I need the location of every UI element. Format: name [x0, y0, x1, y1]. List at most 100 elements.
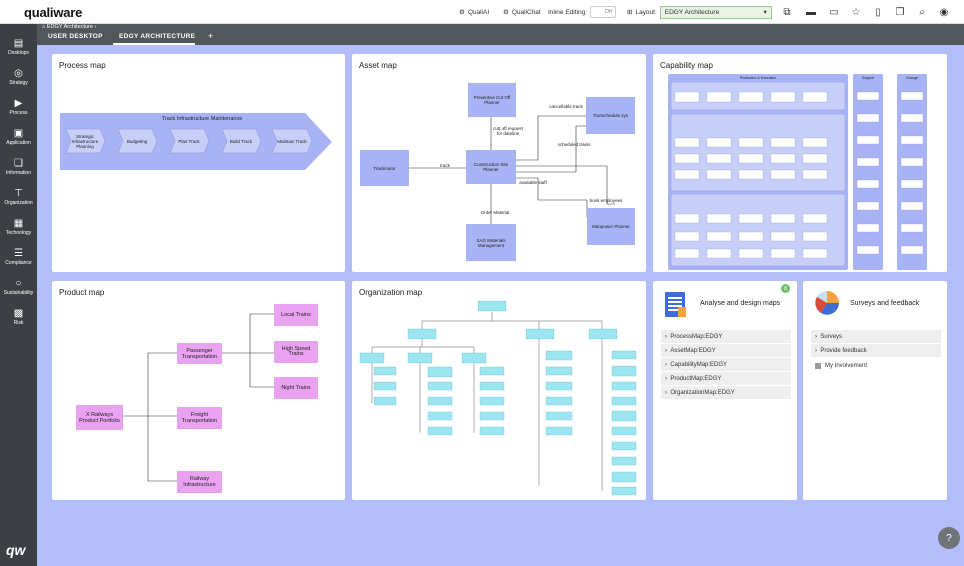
qualichat-button[interactable]: ⚙QualiChat — [503, 0, 541, 24]
chevron-right-icon: › — [92, 24, 97, 30]
sidebar-item-risk[interactable]: ▩Risk — [0, 308, 37, 326]
asset-node-trackinator[interactable]: Trackinator — [360, 150, 409, 186]
asset-node-preventive[interactable]: Preventive Cut Off Planner — [468, 83, 516, 117]
sidebar-item-strategy[interactable]: ◎Strategy — [0, 68, 37, 86]
edge-label: scheduled trains — [557, 142, 591, 147]
organization-map-title: Organization map — [359, 288, 423, 297]
asset-map-title: Asset map — [359, 61, 397, 70]
sidebar-item-process[interactable]: ▶Process — [0, 98, 37, 116]
sidebar: ▤Desktops ◎Strategy ▶Process ▣Applicatio… — [0, 24, 37, 566]
product-map-title: Product map — [59, 288, 105, 297]
tab-user-desktop[interactable]: USER DESKTOP — [48, 33, 103, 40]
sidebar-item-organization[interactable]: ⊤Organization — [0, 188, 37, 206]
map-link-organization[interactable]: › OrganizationMap:EDGY — [661, 386, 791, 399]
map-link-product[interactable]: › ProductMap:EDGY — [661, 372, 791, 385]
process-step-shape — [65, 128, 106, 154]
inline-editing-toggle[interactable]: Off — [590, 6, 617, 18]
circle-icon: ○ — [15, 278, 22, 289]
comment-icon[interactable]: ▭ — [829, 6, 839, 18]
qualiware-logo[interactable]: qualiware — [24, 5, 83, 20]
top-bar: qualiware ⚙QualiAI ⚙QualiChat Inline Edi… — [0, 0, 964, 24]
bookmark-icon[interactable]: ▯ — [875, 6, 881, 18]
map-link-process[interactable]: › ProcessMap:EDGY — [661, 330, 791, 343]
asset-map-card[interactable]: Asset map Preventive Cut Off Planner Tra… — [352, 54, 646, 272]
sidebar-item-information[interactable]: ❏Information — [0, 158, 37, 176]
product-node-local[interactable]: Local Trains — [274, 304, 318, 326]
survey-link-surveys[interactable]: › Surveys — [811, 330, 941, 343]
organization-map-card[interactable]: Organization map — [352, 281, 646, 500]
process-map-title: Process map — [59, 61, 106, 70]
surveys-card[interactable]: Surveys and feedback › Surveys › Provide… — [803, 281, 947, 500]
checklist-icon: ☰ — [14, 248, 23, 259]
asset-node-sag[interactable]: SAG Materials Management — [466, 224, 516, 261]
asset-map-connectors — [409, 115, 615, 224]
product-node-root[interactable]: X Railways Product Portfolio — [76, 405, 123, 430]
windows-icon[interactable]: ❐ — [895, 6, 905, 18]
help-button[interactable]: ? — [938, 527, 960, 549]
chip-icon: ▦ — [13, 218, 24, 229]
product-map-card[interactable]: Product map X Railways Product Portfolio… — [52, 281, 345, 500]
map-link-label: AssetMap:EDGY — [670, 347, 716, 354]
sidebar-item-label: Application — [6, 140, 31, 146]
organization-chart — [359, 300, 637, 496]
asset-node-transchedule[interactable]: Transchedule.sys — [586, 97, 635, 134]
sidebar-item-compliance[interactable]: ☰Compliance — [0, 248, 37, 266]
sidebar-item-sustainability[interactable]: ○Sustainability — [0, 278, 37, 296]
edge-label: track — [440, 163, 450, 168]
process-step-shape — [117, 128, 158, 154]
edge-label: cutt off request for dateline — [493, 126, 523, 136]
add-tab-button[interactable]: + — [208, 31, 214, 41]
chat-icon: ⚙ — [503, 9, 509, 16]
process-map-card[interactable]: Process map Track Infrastructure Mainten… — [52, 54, 345, 272]
breadcrumb-label: EDGY Architecture — [46, 24, 93, 30]
design-maps-card[interactable]: 8 Analyse and design maps › ProcessMap:E… — [653, 281, 797, 500]
capability-map-card[interactable]: Capability map Production & Execution Tr… — [653, 54, 947, 272]
capability-blocks — [670, 81, 924, 267]
user-icon[interactable]: ◉ — [939, 6, 949, 18]
survey-chart-icon — [815, 291, 839, 315]
process-step[interactable]: Plan Track — [178, 138, 200, 144]
org-icon: ⊤ — [14, 188, 23, 199]
edge-label: cancellable track — [549, 104, 583, 109]
asset-node-construction[interactable]: Construction Site Planner — [466, 150, 516, 184]
copy-icon[interactable]: ⧉ — [783, 6, 791, 18]
survey-link-feedback[interactable]: › Provide feedback — [811, 344, 941, 357]
value-stream-title: Track Infrastructure Maintenance — [161, 116, 243, 122]
chevron-right-icon: › — [815, 333, 821, 340]
map-link-capability[interactable]: › CapabilityMap:EDGY — [661, 358, 791, 371]
qualiai-label: QualiAI — [467, 8, 490, 16]
product-node-infra[interactable]: Railway Infrastructure — [177, 471, 222, 493]
product-node-hsr[interactable]: High Speed Trains — [274, 341, 318, 363]
process-step[interactable]: Strategic Infrastructure Planning — [71, 133, 99, 149]
map-link-asset[interactable]: › AssetMap:EDGY — [661, 344, 791, 357]
capability-group-support[interactable] — [853, 74, 883, 270]
clipboard-chart-icon — [665, 292, 686, 317]
qualiai-button[interactable]: ⚙QualiAI — [459, 0, 489, 24]
survey-link-label: Provide feedback — [820, 347, 867, 354]
product-node-passenger[interactable]: Passenger Transportation — [177, 343, 222, 364]
tab-edgy-architecture[interactable]: EDGY ARCHITECTURE — [119, 33, 196, 40]
process-step[interactable]: Maintain Track — [277, 138, 307, 144]
product-node-night[interactable]: Night Trains — [274, 377, 318, 399]
product-node-freight[interactable]: Freight Transportation — [177, 407, 222, 429]
application-icon: ▣ — [13, 128, 24, 139]
search-icon[interactable]: ⌕ — [919, 6, 925, 18]
process-map-diagram — [60, 113, 332, 170]
process-step[interactable]: Budgeting — [126, 138, 148, 144]
sidebar-item-technology[interactable]: ▦Technology — [0, 218, 37, 236]
edge-label: Order Material — [480, 210, 510, 215]
asset-node-manpower[interactable]: Manpower Planner — [587, 208, 635, 245]
sidebar-item-label: Strategy — [9, 80, 28, 86]
star-icon[interactable]: ☆ — [851, 6, 861, 18]
process-step[interactable]: Build Track — [229, 138, 253, 144]
inline-editing: Inline Editing: Off — [548, 0, 617, 24]
capability-group-change[interactable] — [897, 74, 927, 270]
folder-icon[interactable]: ▬ — [806, 6, 816, 18]
capability-group-label: Production & Execution — [739, 75, 777, 80]
survey-link-involvement[interactable]: My Involvement — [811, 359, 941, 372]
layout-select[interactable]: EDGY Architecture▾ — [659, 5, 772, 19]
document-icon: ❏ — [14, 158, 23, 169]
sidebar-item-application[interactable]: ▣Application — [0, 128, 37, 146]
sidebar-item-desktops[interactable]: ▤Desktops — [0, 38, 37, 56]
breadcrumb[interactable]: ⌂ EDGY Architecture › — [42, 24, 96, 30]
